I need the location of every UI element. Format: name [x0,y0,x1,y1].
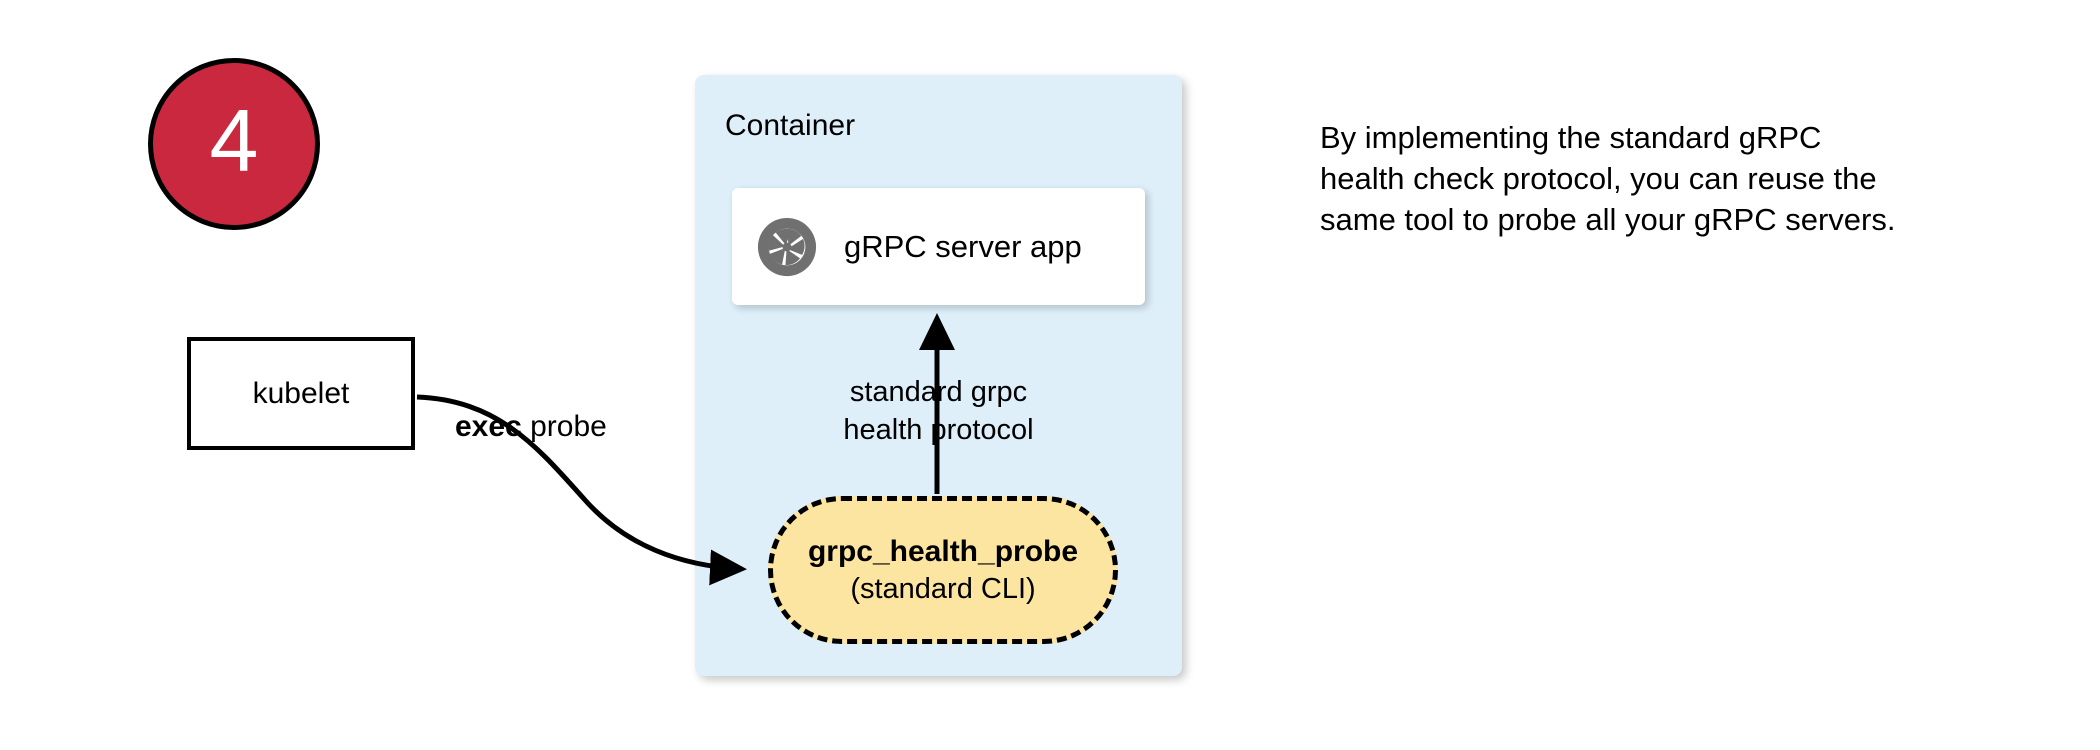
grpc-server-app-label: gRPC server app [844,228,1082,264]
grpc-server-app-card: gRPC server app [732,188,1145,305]
grpc-health-probe-subtitle: (standard CLI) [850,572,1036,605]
kubelet-label: kubelet [252,376,350,410]
exec-probe-bold-word: exec [455,410,522,443]
grpc-health-probe-title: grpc_health_probe [807,535,1079,569]
step-number-badge: 4 [148,58,320,230]
step-number-text: 4 [209,91,259,190]
exec-probe-edge-label: exec probe [455,410,607,444]
side-note-text: By implementing the standard gRPC health… [1320,120,1896,237]
exec-probe-rest-word: probe [521,410,607,443]
grpc-health-probe-box: grpc_health_probe (standard CLI) [768,496,1118,644]
kubelet-box: kubelet [187,337,415,450]
container-title: Container [725,109,856,142]
grpc-aperture-icon [756,216,818,278]
